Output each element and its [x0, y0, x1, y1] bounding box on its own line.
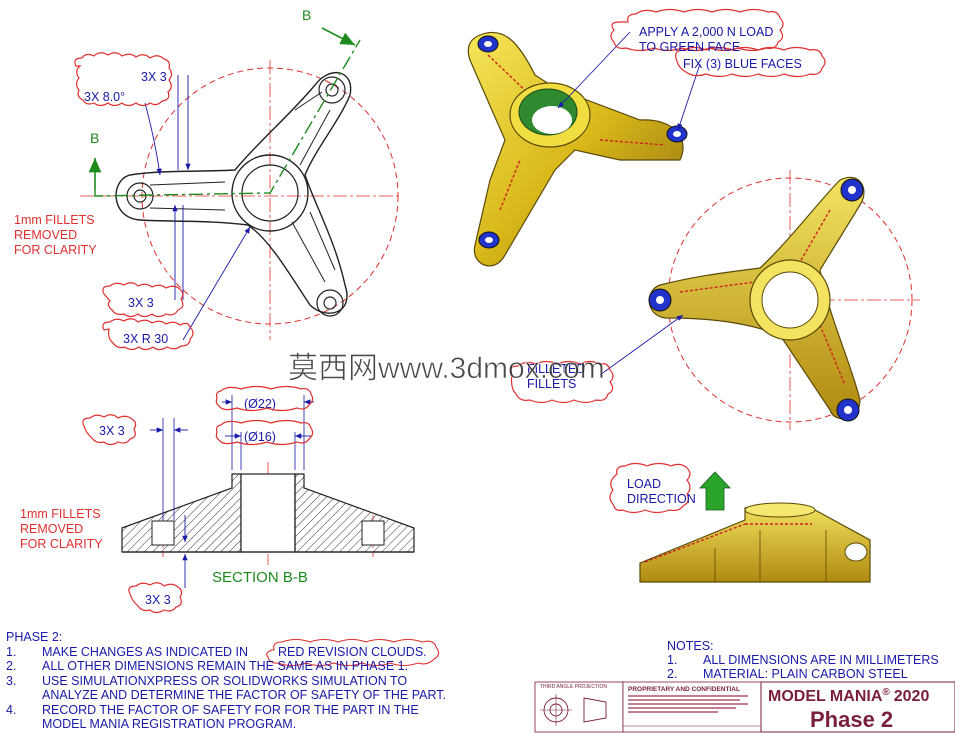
general-notes: NOTES: 1. ALL DIMENSIONS ARE IN MILLIMET…	[667, 639, 939, 681]
projection-label: THIRD ANGLE PROJECTION	[540, 684, 607, 690]
phase-note-1a: MAKE CHANGES AS INDICATED IN	[42, 645, 248, 659]
contest-year: 2020	[894, 688, 930, 705]
dim-3x3-lower: 3X 3	[128, 296, 154, 310]
part-outline-top	[115, 72, 352, 314]
dim-3xr30: 3X R 30	[123, 332, 168, 346]
fillet-note-sec-1: 1mm FILLETS	[20, 507, 101, 521]
phase-note-2: ALL OTHER DIMENSIONS REMAIN THE SAME AS …	[42, 659, 408, 673]
note-1: ALL DIMENSIONS ARE IN MILLIMETERS	[703, 653, 939, 667]
note-2: MATERIAL: PLAIN CARBON STEEL	[703, 667, 908, 681]
dim-3x3-top: 3X 3	[141, 70, 167, 84]
projection-symbol-icon	[540, 694, 607, 726]
fillets-callout-1: FILLETED	[527, 362, 585, 376]
contest-label: MODEL MANIA	[768, 688, 883, 705]
note-num-2: 2.	[667, 667, 677, 681]
fix-callout: FIX (3) BLUE FACES	[683, 57, 802, 71]
load-direction-arrow	[699, 471, 731, 511]
phase-note-4b: MODEL MANIA REGISTRATION PROGRAM.	[42, 717, 296, 731]
part-iso-1	[467, 31, 684, 267]
fillets-callout-2: FILLETS	[527, 377, 576, 391]
fillet-note-sec-2: REMOVED	[20, 522, 83, 536]
dim-section-3x3-bottom: 3X 3	[145, 593, 171, 607]
phase-note-4a: RECORD THE FACTOR OF SAFETY FOR FOR THE …	[42, 703, 419, 717]
dim-phi16: (Ø16)	[244, 430, 276, 444]
fillet-note-top-1: 1mm FILLETS	[14, 213, 95, 227]
watermark: 莫西网www.3dmox.com	[288, 352, 605, 385]
section-label-top: B	[302, 7, 311, 23]
load-callout-2: TO GREEN FACE	[639, 40, 740, 54]
phase-note-3a: USE SIMULATIONXPRESS OR SOLIDWORKS SIMUL…	[42, 674, 407, 688]
phase-note-num-1: 1.	[6, 645, 16, 659]
phase-note-1b: RED REVISION CLOUDS.	[278, 645, 427, 659]
fillet-note-top-2: REMOVED	[14, 228, 77, 242]
dim-section-3x3-top: 3X 3	[99, 424, 125, 438]
fillet-note-top-3: FOR CLARITY	[14, 243, 97, 257]
section-label-left: B	[90, 130, 99, 146]
contest-name: MODEL MANIA® 2020	[768, 687, 929, 705]
iso-view-3: LOAD DIRECTION	[609, 462, 871, 583]
reg-mark: ®	[882, 687, 890, 698]
proprietary-label: PROPRIETARY AND CONFIDENTIAL	[628, 686, 740, 693]
section-view: (Ø22) (Ø16) 3X 3 3X 3 1mm FILLETS REMOVE…	[20, 385, 415, 614]
phase-notes-title: PHASE 2:	[6, 630, 62, 644]
dim-3x8deg: 3X 8.0°	[84, 90, 125, 104]
load-dir-callout-2: DIRECTION	[627, 492, 696, 506]
phase-note-num-2: 2.	[6, 659, 16, 673]
load-callout-1: APPLY A 2,000 N LOAD	[639, 25, 773, 39]
iso-view-1: APPLY A 2,000 N LOAD TO GREEN FACE FIX (…	[467, 8, 826, 267]
notes-title: NOTES:	[667, 639, 714, 653]
section-title: SECTION B-B	[212, 569, 308, 586]
top-view: B B 3X 3 3X 8.0° 3X 3 3X R 30 1mm FILLET…	[14, 7, 400, 351]
title-block: THIRD ANGLE PROJECTION PROPRIETARY AND C…	[534, 681, 955, 733]
phase-note-num-3: 3.	[6, 674, 16, 688]
note-num-1: 1.	[667, 653, 677, 667]
load-dir-callout-1: LOAD	[627, 477, 661, 491]
phase-note-3b: ANALYZE AND DETERMINE THE FACTOR OF SAFE…	[42, 688, 446, 702]
iso-view-2: FILLETED FILLETS	[510, 170, 920, 430]
phase-label: Phase 2	[810, 707, 893, 732]
phase-note-num-4: 4.	[6, 703, 16, 717]
dim-phi22: (Ø22)	[244, 397, 276, 411]
fillet-note-sec-3: FOR CLARITY	[20, 537, 103, 551]
phase-notes: PHASE 2: 1. MAKE CHANGES AS INDICATED IN…	[6, 630, 446, 731]
